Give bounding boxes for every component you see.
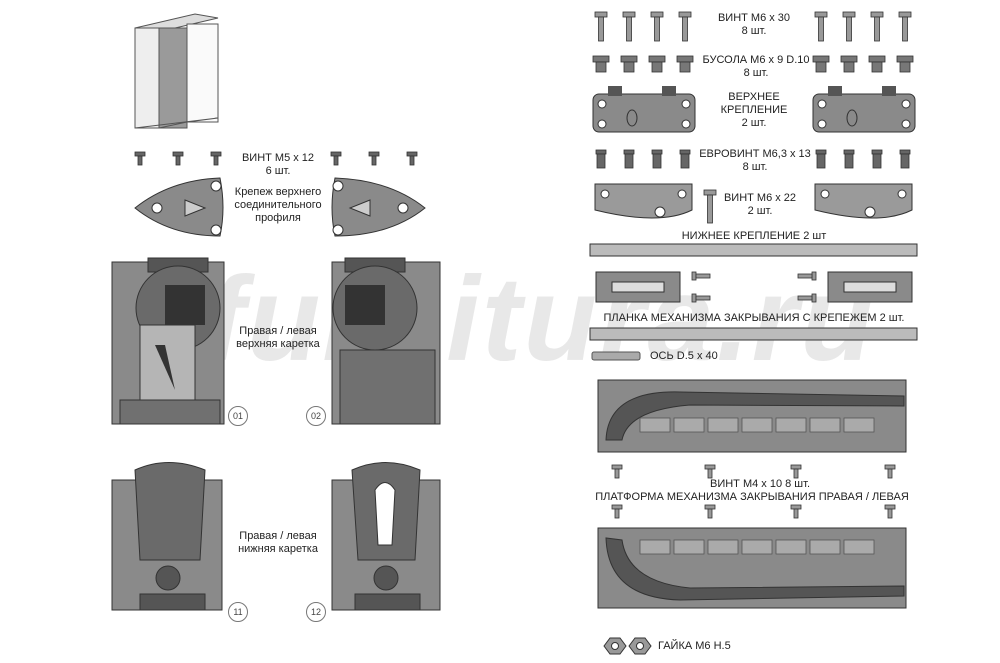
platform-upper (597, 379, 907, 453)
bottom-mount-left (594, 183, 693, 219)
euroscrew-icons (595, 149, 911, 169)
bottom-carriage-11 (111, 462, 223, 611)
screw-m6x30-icons (594, 11, 912, 42)
closing-bar-label: ПЛАНКА МЕХАНИЗМА ЗАКРЫВАНИЯ С КРЕПЕЖЕМ 2… (603, 312, 905, 324)
top-carriage-01 (111, 257, 225, 425)
closing-bar-right (827, 271, 913, 303)
bottom-carriage-12 (331, 462, 441, 611)
profile-fastener-right (331, 177, 426, 237)
screw-m6x22-icon (703, 189, 717, 224)
profile-fastener-left (134, 177, 224, 237)
platform-label: ПЛАТФОРМА МЕХАНИЗМА ЗАКРЫВАНИЯ ПРАВАЯ / … (595, 491, 909, 503)
nut-icons (603, 637, 652, 655)
closing-bar-screws (691, 271, 817, 303)
nut-label: ГАЙКА М6 Н.5 (658, 640, 731, 652)
top-carriage-02 (331, 257, 441, 425)
closing-bar-left (595, 271, 681, 303)
part-number-02: 02 (306, 406, 326, 426)
screw-m4-icons (611, 464, 896, 519)
rail-bottom (589, 327, 918, 341)
part-number-11: 11 (228, 602, 248, 622)
part-number-01: 01 (228, 406, 248, 426)
screw-m4-label: ВИНТ М4 х 10 8 шт. (709, 478, 811, 490)
platform-lower (597, 527, 907, 609)
screw-m5-icons (134, 151, 418, 166)
bottom-mount-right (814, 183, 913, 219)
bottom-mount-label: НИЖНЕЕ КРЕПЛЕНИЕ 2 шт (681, 230, 827, 242)
part-number-12: 12 (306, 602, 326, 622)
wardrobe-icon (134, 13, 219, 129)
axis-label: ОСЬ D.5 х 40 (650, 350, 718, 362)
top-mount-right (812, 86, 916, 133)
axis-rod (591, 351, 641, 361)
bushing-icons (592, 55, 914, 73)
rail-top (589, 243, 918, 257)
top-mount-left (592, 86, 696, 133)
